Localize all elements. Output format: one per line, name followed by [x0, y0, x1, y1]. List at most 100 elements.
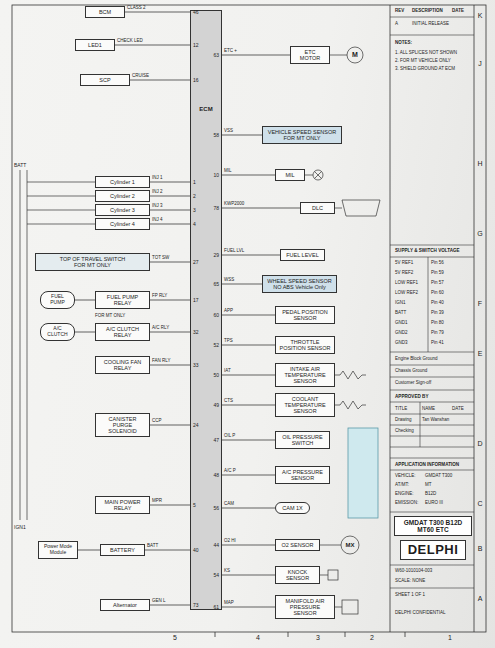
- grid-line: [390, 565, 474, 566]
- grid-line: [390, 402, 474, 403]
- lamp-symbol: [313, 170, 323, 180]
- signal-name: APP: [224, 308, 233, 313]
- zone-tick: [345, 632, 346, 637]
- wire: [150, 425, 190, 426]
- resistor-symbol: [340, 371, 366, 379]
- wire: [145, 550, 190, 551]
- alternator-box: Alternator: [100, 599, 150, 611]
- pin-number: 40: [193, 547, 199, 553]
- wire-line: [130, 80, 190, 81]
- title-block-text: A: [395, 21, 398, 26]
- pin-number: 33: [193, 362, 199, 368]
- title-block-text: GND2: [395, 330, 408, 335]
- bus-branch: [27, 210, 95, 211]
- node-text: O2 SENSOR: [279, 542, 316, 548]
- wire-line: [222, 375, 275, 376]
- node-text: A/C PRESSURE SENSOR: [279, 469, 326, 482]
- node-text: VEHICLE SPEED SENSOR: [266, 129, 338, 135]
- zone-letter: E: [465, 350, 495, 358]
- zone-letter: B: [465, 545, 495, 553]
- title-block-text: Checking: [395, 428, 414, 433]
- relay-box: COOLING FAN RELAY: [95, 356, 150, 375]
- node-text: ETC MOTOR: [294, 49, 326, 62]
- wire-line: [150, 262, 190, 263]
- bus-branch: [27, 196, 95, 197]
- zone-letter: J: [465, 60, 495, 68]
- title-block-text: DATE: [452, 406, 464, 411]
- bus-wire: [20, 170, 21, 520]
- sensor-lead: [320, 575, 328, 576]
- wire-line: [75, 332, 95, 333]
- signal-name: CCP: [152, 418, 162, 423]
- title-block-text: Pin 56: [431, 260, 444, 265]
- signal-name: FUEL LVL: [224, 248, 244, 253]
- wire-line: [222, 55, 290, 56]
- sensor-box: COOLANT TEMPERATURE SENSOR: [275, 393, 335, 418]
- signal-name: MPR: [152, 498, 162, 503]
- wire: [222, 375, 275, 376]
- title-block-text: REV: [395, 8, 404, 13]
- pin-number: 58: [213, 132, 219, 138]
- grid-line: [390, 436, 474, 437]
- grid-line: [390, 425, 474, 426]
- grid-line: [390, 390, 474, 391]
- motor-lead: [330, 55, 347, 56]
- title-block-text: Tan Wanshan: [422, 417, 449, 422]
- wire: [222, 405, 275, 406]
- signal-name: A/C RLY: [152, 325, 169, 330]
- wire-line: [150, 224, 190, 225]
- pin-number: 78: [213, 205, 219, 211]
- pin-number: 2: [193, 193, 196, 199]
- signal-name: INJ 1: [152, 175, 163, 180]
- pin-number: 24: [193, 422, 199, 428]
- injector-box: Cylinder 2: [95, 190, 150, 202]
- title-block-text: AT/MT:: [395, 482, 409, 487]
- node-text: COOLING FAN RELAY: [99, 359, 146, 372]
- signal-name: TPS: [224, 338, 233, 343]
- wire-line: [150, 196, 190, 197]
- grid-line: [390, 35, 474, 36]
- title-block-text: 5V REF1: [395, 260, 413, 265]
- power-bus: [20, 170, 95, 520]
- title-block-text: GND1: [395, 320, 408, 325]
- solenoid-box: CANISTER PURGE SOLENOID: [95, 413, 150, 438]
- wire: [150, 332, 190, 333]
- pin-number: 73: [193, 602, 199, 608]
- title-block-text: NAME: [422, 406, 435, 411]
- indicator-box: LED1: [75, 39, 115, 51]
- wire: [150, 300, 190, 301]
- node-text: FUEL PUMP RELAY: [99, 294, 146, 307]
- zone-tick: [405, 632, 406, 637]
- callout-text: FOR MT ONLY: [95, 313, 125, 318]
- pin-number: 29: [213, 252, 219, 258]
- pin-number: 1: [193, 179, 196, 185]
- title-block-text: VEHICLE:: [395, 473, 416, 478]
- zone-tick: [215, 632, 216, 637]
- grid-line: [428, 257, 429, 352]
- pin-number: 10: [213, 172, 219, 178]
- zone-letter: A: [465, 595, 495, 603]
- sensor-box: CAM 1X: [275, 502, 310, 514]
- pin-number: 61: [213, 604, 219, 610]
- node-text: LED1: [79, 42, 111, 48]
- lamp-symbol: [315, 172, 322, 179]
- pin-number: 54: [213, 572, 219, 578]
- wire: [150, 365, 190, 366]
- injector-box: Cylinder 4: [95, 218, 150, 230]
- zone-tick: [288, 632, 289, 637]
- grid-line: [390, 458, 474, 459]
- title-block-text: ENGINE:: [395, 491, 414, 496]
- node-text: INTAKE AIR TEMPERATURE SENSOR: [279, 366, 331, 385]
- wire: [150, 505, 190, 506]
- pin-number: 63: [213, 52, 219, 58]
- clutch-coil: A/C CLUTCH: [40, 323, 75, 341]
- zone-letter: H: [465, 160, 495, 168]
- dlc-connector-symbol: [342, 200, 380, 216]
- node-text: SCP: [84, 77, 126, 83]
- node-text: GMDAT T300 B12D MT60 ETC: [398, 519, 468, 534]
- node-text: Cylinder 4: [99, 221, 146, 227]
- title-block-text: BATT: [395, 310, 406, 315]
- wire: [222, 440, 275, 441]
- wire-line: [115, 45, 190, 46]
- grid-line: [390, 352, 474, 353]
